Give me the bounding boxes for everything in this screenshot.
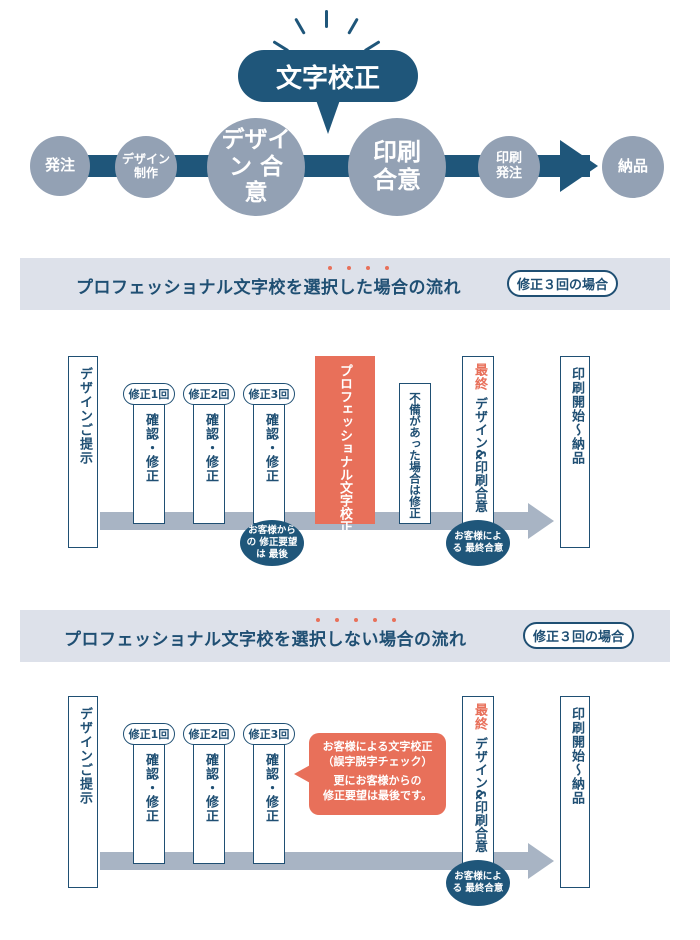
round-pill: 修正3回 <box>243 383 295 405</box>
round-box: 確認・修正 <box>253 390 285 524</box>
emphasis-dot <box>347 266 351 270</box>
round-label: 確認・修正 <box>263 753 278 823</box>
ray <box>325 10 328 28</box>
step-label: デザイン 合意 <box>221 127 291 207</box>
round-pill: 修正2回 <box>183 383 235 405</box>
start-label: デザインご提示 <box>77 367 92 465</box>
round-box: 確認・修正 <box>133 390 165 524</box>
round-box: 確認・修正 <box>193 390 225 524</box>
start-box: デザインご提示 <box>68 356 98 548</box>
start-label: デザインご提示 <box>77 707 92 805</box>
pro-proofreading-box: プロフェッショナル文字校正 <box>315 356 375 533</box>
fix-box: 不備があった場合は修正 <box>399 383 431 524</box>
emphasis-dot <box>316 618 320 622</box>
section1-title: プロフェッショナル文字校を選択した場合の流れ <box>76 278 461 298</box>
round-pill: 修正1回 <box>123 723 175 745</box>
round-label: 確認・修正 <box>143 413 158 483</box>
section2-title: プロフェッショナル文字校を選択しない場合の流れ <box>64 630 467 650</box>
step-label: 印刷 発注 <box>495 151 522 181</box>
final-agree-oval: お客様による 最終合意 <box>446 520 510 566</box>
round-box: 確認・修正 <box>193 730 225 864</box>
round-label: 確認・修正 <box>263 413 278 483</box>
end-box: 印刷開始～納品 <box>560 356 590 548</box>
callout-line: （誤字脱字チェック） <box>322 755 433 769</box>
final-prefix: 最終 <box>472 703 487 731</box>
round-pill: 修正1回 <box>123 383 175 405</box>
callout-line: お客様による文字校正 <box>322 740 433 753</box>
end-label: 印刷開始～納品 <box>569 707 584 805</box>
emphasis-dot <box>366 266 370 270</box>
proofreading-bubble: 文字校正 <box>238 50 418 102</box>
end-label: 印刷開始～納品 <box>569 367 584 465</box>
oval-label: お客様からの 修正要望は 最後 <box>246 525 298 560</box>
customer-request-oval: お客様からの 修正要望は 最後 <box>240 520 304 566</box>
step-print-order: 印刷 発注 <box>478 136 540 198</box>
emphasis-dot <box>335 618 339 622</box>
callout-tail <box>294 764 312 784</box>
start-box: デザインご提示 <box>68 696 98 888</box>
pro-label: プロフェッショナル文字校正 <box>337 364 352 533</box>
oval-label: お客様による 最終合意 <box>452 871 504 894</box>
emphasis-dot <box>385 266 389 270</box>
final-agree-oval: お客様による 最終合意 <box>446 860 510 906</box>
final-box: 最終 デザイン&印刷合意 <box>462 356 494 524</box>
step-label: 発注 <box>44 156 75 175</box>
step-design-agree: デザイン 合意 <box>207 118 305 216</box>
step-label: デザイン 制作 <box>121 152 170 180</box>
round-pill: 修正3回 <box>243 723 295 745</box>
round-label: 確認・修正 <box>203 413 218 483</box>
callout-line: 修正要望は最後です。 <box>323 789 432 803</box>
section1-tag: 修正３回の場合 <box>507 270 619 297</box>
timeline-arrow-head <box>528 503 554 539</box>
timeline-arrow-head <box>528 843 554 879</box>
bubble-tail <box>316 100 340 134</box>
emphasis-dot <box>373 618 377 622</box>
step-delivery: 納品 <box>602 136 664 198</box>
step-print-agree: 印刷 合意 <box>348 118 446 216</box>
fix-label: 不備があった場合は修正 <box>408 392 422 519</box>
round-pill: 修正2回 <box>183 723 235 745</box>
step-design-make: デザイン 制作 <box>115 136 177 198</box>
callout-line: 更にお客様からの <box>333 773 422 787</box>
section1-header: プロフェッショナル文字校を選択した場合の流れ 修正３回の場合 <box>20 258 670 310</box>
step-label: 納品 <box>617 157 648 176</box>
customer-proofreading-callout: お客様による文字校正 （誤字脱字チェック） 更にお客様からの 修正要望は最後です… <box>309 733 446 815</box>
final-box: 最終 デザイン&印刷合意 <box>462 696 494 864</box>
final-label: デザイン&印刷合意 <box>472 737 487 853</box>
section2-header: プロフェッショナル文字校を選択しない場合の流れ 修正３回の場合 <box>20 610 670 662</box>
ray <box>347 17 359 35</box>
step-order: 発注 <box>30 136 90 196</box>
final-label: デザイン&印刷合意 <box>472 397 487 513</box>
final-prefix: 最終 <box>472 363 487 391</box>
round-label: 確認・修正 <box>143 753 158 823</box>
emphasis-dot <box>392 618 396 622</box>
round-label: 確認・修正 <box>203 753 218 823</box>
section2-tag: 修正３回の場合 <box>523 622 635 649</box>
flow-connector <box>50 155 590 177</box>
bubble-label: 文字校正 <box>275 63 380 94</box>
oval-label: お客様による 最終合意 <box>452 531 504 554</box>
round-box: 確認・修正 <box>133 730 165 864</box>
step-label: 印刷 合意 <box>373 138 421 194</box>
end-box: 印刷開始～納品 <box>560 696 590 888</box>
ray <box>294 17 306 35</box>
flow-arrow-head <box>560 140 598 192</box>
emphasis-dot <box>328 266 332 270</box>
emphasis-dot <box>354 618 358 622</box>
round-box: 確認・修正 <box>253 730 285 864</box>
